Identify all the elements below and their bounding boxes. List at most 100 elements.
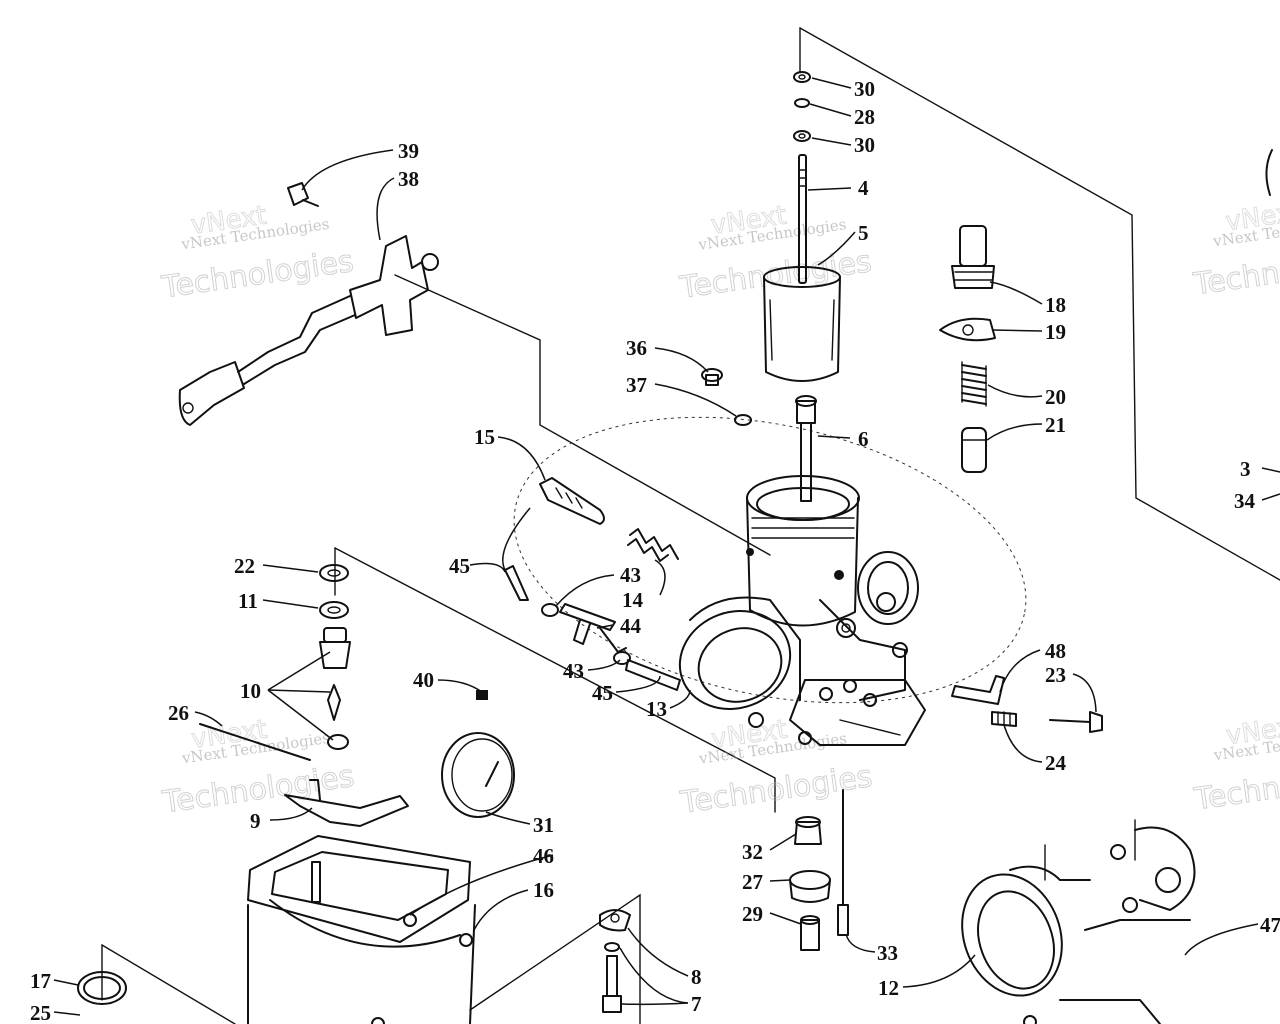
jet-needle-4 — [798, 154, 807, 284]
throttle-cable-38 — [178, 235, 439, 426]
clamp-43-bottom — [613, 651, 631, 665]
screws-7 — [602, 942, 622, 1013]
plate-19 — [939, 317, 996, 342]
callout-labels: 30 28 30 4 5 39 38 18 19 20 21 36 37 6 1… — [30, 77, 1280, 1024]
vent-tee-44 — [559, 603, 627, 653]
washer-11 — [319, 601, 349, 619]
callout-16: 16 — [533, 878, 554, 902]
callout-33: 33 — [877, 941, 898, 965]
callout-30a: 30 — [854, 77, 875, 101]
bracket-8 — [599, 909, 631, 932]
callout-37: 37 — [626, 373, 647, 397]
callout-22: 22 — [234, 554, 255, 578]
callout-18: 18 — [1045, 293, 1066, 317]
pilot-air-screw-15 — [539, 477, 605, 525]
top-washer-30b — [793, 130, 811, 142]
float-arm-9 — [284, 779, 409, 827]
spring-14 — [627, 528, 679, 562]
callout-43a: 43 — [620, 563, 641, 587]
svg-text:Technologies: Technologies — [677, 244, 874, 306]
callout-10: 10 — [240, 679, 261, 703]
callout-15: 15 — [474, 425, 495, 449]
o-ring-17 — [77, 971, 127, 1005]
top-washer-30a — [793, 71, 811, 83]
svg-text:Technologies: Technologies — [1191, 241, 1280, 303]
float-bowl-16 — [247, 861, 476, 1024]
background-frames — [101, 27, 1280, 1024]
vent-hose-45-bottom — [625, 659, 681, 691]
jet-40 — [476, 690, 488, 700]
second-carburetor-view — [961, 149, 1273, 1024]
svg-text:Technologies: Technologies — [1192, 756, 1280, 818]
callout-44: 44 — [620, 614, 642, 638]
callout-32: 32 — [742, 840, 763, 864]
plunger-21 — [961, 427, 987, 473]
callout-30b: 30 — [854, 133, 875, 157]
callout-14: 14 — [622, 588, 644, 612]
callout-13: 13 — [646, 697, 667, 721]
screw-39 — [287, 182, 319, 207]
jet-29 — [800, 915, 820, 951]
svg-text:Technologies: Technologies — [678, 759, 875, 821]
callout-28: 28 — [854, 105, 875, 129]
callout-17: 17 — [30, 969, 51, 993]
plunger-cap-18 — [951, 225, 995, 289]
assembly-ellipse — [513, 416, 1027, 704]
cable-adjuster-6 — [795, 395, 817, 502]
callout-38: 38 — [398, 167, 419, 191]
throttle-valve-5 — [763, 266, 841, 382]
clip-28 — [794, 98, 810, 108]
watermark-right-bottom: vNext vNext Technologies Technologies — [1191, 711, 1280, 818]
callout-4: 4 — [858, 176, 869, 200]
callout-45a: 45 — [449, 554, 470, 578]
callout-7: 7 — [691, 992, 702, 1016]
callout-23: 23 — [1045, 663, 1066, 687]
plug-27 — [789, 870, 831, 903]
callout-25: 25 — [30, 1001, 51, 1024]
callout-3: 3 — [1240, 457, 1251, 481]
callout-19: 19 — [1045, 320, 1066, 344]
svg-text:Technologies: Technologies — [159, 244, 356, 306]
callout-8: 8 — [691, 965, 702, 989]
screw-33 — [837, 789, 849, 936]
leader-lines — [53, 77, 1280, 1016]
callout-43b: 43 — [563, 659, 584, 683]
callout-39: 39 — [398, 139, 419, 163]
float-pin-26 — [199, 723, 311, 761]
callout-48: 48 — [1045, 639, 1066, 663]
callout-26: 26 — [168, 701, 189, 725]
callout-29: 29 — [742, 902, 763, 926]
callout-36: 36 — [626, 336, 647, 360]
watermark-center-top: vNext vNext Technologies Technologies — [677, 200, 875, 306]
callout-31: 31 — [533, 813, 554, 837]
needle-seat-10 — [319, 627, 351, 750]
callout-6: 6 — [858, 427, 869, 451]
callout-5: 5 — [858, 221, 869, 245]
watermark-left-top: vNext vNext Technologies Technologies — [159, 200, 357, 306]
callout-40: 40 — [413, 668, 434, 692]
washer-22 — [319, 564, 349, 582]
screw-36 — [701, 368, 723, 386]
carburetor-body — [678, 475, 926, 746]
callout-11: 11 — [238, 589, 258, 613]
callout-47: 47 — [1260, 913, 1280, 937]
callout-34: 34 — [1234, 489, 1256, 513]
clamp-43-top — [541, 603, 559, 617]
screw-23 — [1049, 711, 1103, 733]
cap-31 — [441, 732, 515, 818]
callout-45b: 45 — [592, 681, 613, 705]
callout-12: 12 — [878, 976, 899, 1000]
washer-37 — [734, 414, 752, 426]
callout-21: 21 — [1045, 413, 1066, 437]
watermark-left-bottom: vNext vNext Technologies Technologies — [159, 714, 357, 821]
nut-32 — [794, 816, 822, 845]
callout-24: 24 — [1045, 751, 1067, 775]
idle-screw-24 — [991, 711, 1017, 727]
callout-20: 20 — [1045, 385, 1066, 409]
callout-27: 27 — [742, 870, 763, 894]
callout-9: 9 — [250, 809, 261, 833]
gasket-46 — [247, 835, 471, 943]
spring-20 — [961, 361, 987, 407]
vent-hose-45-top — [504, 565, 529, 601]
